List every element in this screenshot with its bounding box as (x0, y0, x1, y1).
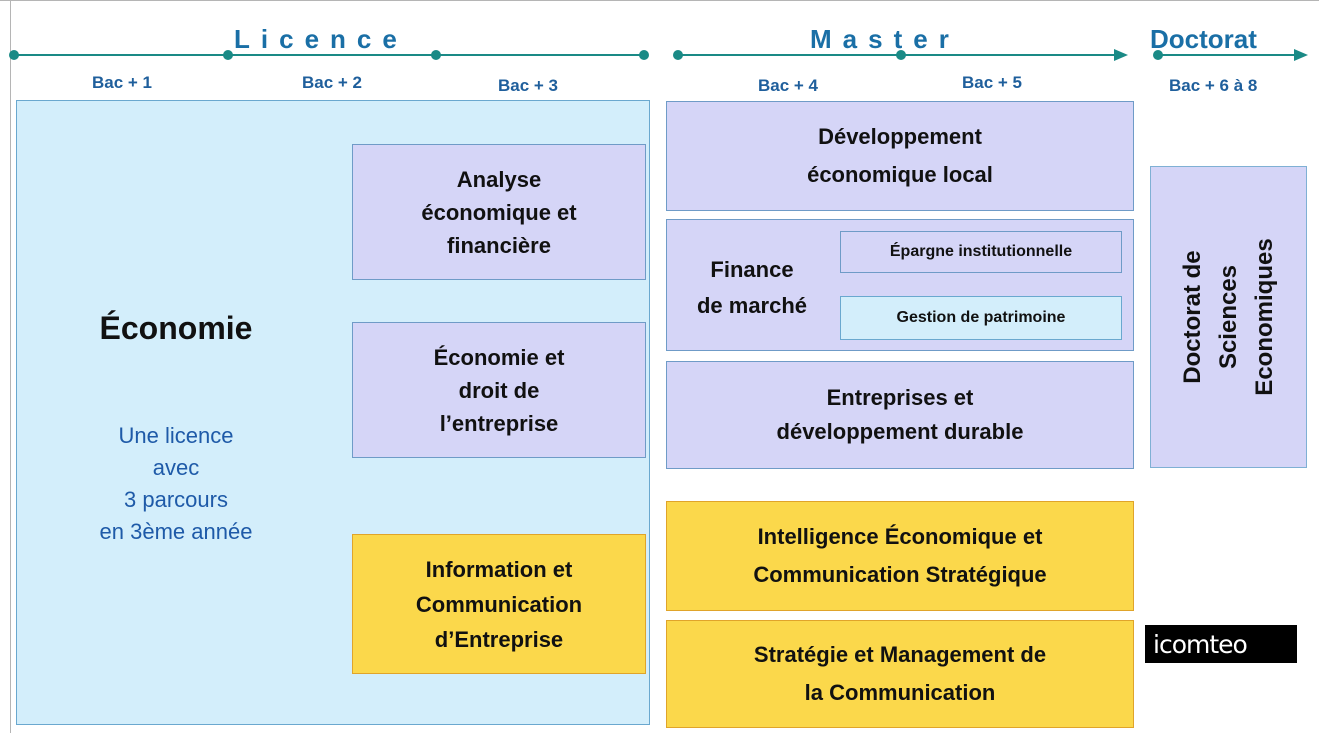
year-label-bac2: Bac + 2 (302, 73, 363, 92)
track-developpement-local[interactable]: Développement économique local (666, 101, 1134, 211)
track-entreprises-developpement[interactable]: Entreprises et développement durable (666, 361, 1134, 469)
level-title-master: Master (810, 24, 960, 54)
icomteo-logo-text: icomteo (1153, 629, 1248, 659)
timeline-dot (9, 50, 19, 60)
licence-panel-title: Économie (99, 310, 253, 346)
track-finance-marche-label: Finance de marché (696, 257, 808, 318)
doctorat-box[interactable]: Doctorat de Sciences Economiques (1150, 166, 1307, 468)
track-epargne-institutionnelle[interactable]: Épargne institutionnelle (840, 231, 1122, 273)
track-gestion-patrimoine-label: Gestion de patrimoine (896, 309, 1066, 326)
doctorat-box-label: Doctorat de Sciences Economiques (1178, 238, 1278, 396)
track-epargne-institutionnelle-label: Épargne institutionnelle (889, 243, 1073, 260)
year-label-bac5: Bac + 5 (962, 73, 1023, 92)
track-economie-droit-label: Économie et droit de l’entreprise (433, 344, 565, 436)
track-information-communication-label: Information et Communication d’Entrepris… (415, 556, 583, 652)
timeline-dot (431, 50, 441, 60)
track-intelligence-economique[interactable]: Intelligence Économique et Communication… (666, 501, 1134, 611)
track-strategie-management[interactable]: Stratégie et Management de la Communicat… (666, 620, 1134, 728)
year-label-bac1: Bac + 1 (92, 73, 153, 92)
track-information-communication[interactable]: Information et Communication d’Entrepris… (352, 534, 646, 674)
track-entreprises-developpement-label: Entreprises et développement durable (776, 385, 1024, 444)
level-title-doctorat: Doctorat (1150, 24, 1257, 54)
level-title-licence: Licence (234, 24, 408, 54)
year-label-bac4: Bac + 4 (758, 76, 819, 95)
timeline (9, 49, 1308, 61)
licence-panel-subtitle: Une licence avec 3 parcours en 3ème anné… (99, 423, 253, 544)
track-intelligence-economique-label: Intelligence Économique et Communication… (753, 524, 1047, 587)
timeline-dot (896, 50, 906, 60)
year-label-bac6-8: Bac + 6 à 8 (1169, 76, 1258, 95)
track-analyse-economique-label: Analyse économique et financière (421, 166, 577, 258)
track-economie-droit[interactable]: Économie et droit de l’entreprise (352, 322, 646, 458)
track-analyse-economique[interactable]: Analyse économique et financière (352, 144, 646, 280)
track-strategie-management-label: Stratégie et Management de la Communicat… (753, 642, 1047, 705)
year-label-bac3: Bac + 3 (498, 76, 559, 95)
timeline-dot (1153, 50, 1163, 60)
timeline-dot (223, 50, 233, 60)
timeline-arrow-master (1114, 49, 1128, 61)
timeline-arrow-doctorat (1294, 49, 1308, 61)
icomteo-logo: icomteo (1145, 625, 1297, 663)
frame-left-border (10, 0, 11, 733)
track-developpement-local-label: Développement économique local (807, 124, 993, 187)
frame-top-border (0, 0, 1319, 1)
timeline-dot (639, 50, 649, 60)
timeline-dot (673, 50, 683, 60)
track-gestion-patrimoine[interactable]: Gestion de patrimoine (840, 296, 1122, 340)
